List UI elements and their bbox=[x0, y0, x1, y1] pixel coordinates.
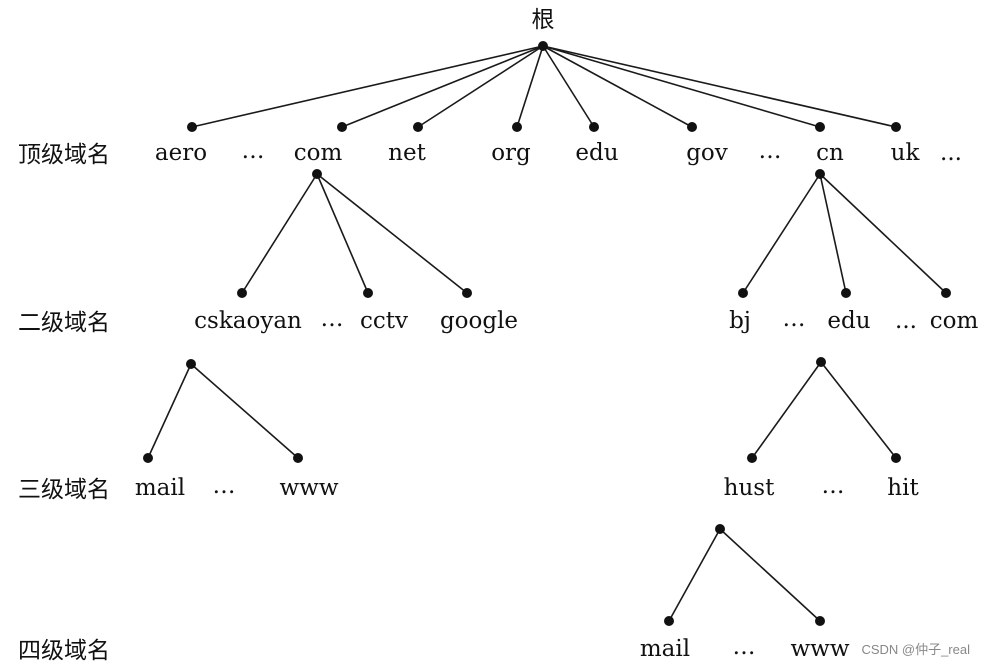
tld-ellipsis-2: … bbox=[759, 138, 782, 164]
third-ellipsis-edu: … bbox=[822, 473, 845, 499]
tld-label-aero: aero bbox=[155, 140, 207, 166]
tld-ellipsis-1: … bbox=[242, 138, 265, 164]
node-cctv bbox=[363, 288, 373, 298]
third-label-hust: hust bbox=[724, 475, 775, 501]
edge-root-edu bbox=[542, 45, 595, 128]
node-www-4 bbox=[815, 616, 825, 626]
edge-root-com bbox=[341, 45, 544, 128]
tld-label-org: org bbox=[491, 140, 531, 166]
node-root bbox=[538, 41, 548, 51]
node-aero bbox=[187, 122, 197, 132]
sld-label-cctv: cctv bbox=[360, 308, 408, 334]
edge-cn-bj bbox=[742, 173, 821, 294]
sld-ellipsis-cn-2: ... bbox=[895, 308, 917, 334]
node-cn-parent bbox=[815, 169, 825, 179]
tld-label-net: net bbox=[388, 140, 426, 166]
edge-edu-hust bbox=[751, 361, 822, 459]
node-org bbox=[512, 122, 522, 132]
node-net bbox=[413, 122, 423, 132]
fourth-label-mail: mail bbox=[640, 636, 690, 662]
edge-com-cskaoyan bbox=[241, 173, 318, 294]
sld-label-edu: edu bbox=[827, 308, 870, 334]
node-hust bbox=[747, 453, 757, 463]
edge-cn-com bbox=[819, 173, 947, 294]
node-uk bbox=[891, 122, 901, 132]
sld-label-cskaoyan: cskaoyan bbox=[194, 308, 302, 334]
node-google bbox=[462, 288, 472, 298]
level-label-second: 二级域名 bbox=[18, 310, 110, 336]
edge-root-net bbox=[417, 45, 544, 128]
sld-ellipsis-com: … bbox=[321, 306, 344, 332]
edge-root-gov bbox=[542, 45, 693, 128]
node-cn-edu bbox=[841, 288, 851, 298]
node-www-3 bbox=[293, 453, 303, 463]
root-label: 根 bbox=[532, 7, 555, 33]
sld-label-google: google bbox=[440, 308, 518, 334]
edge-cskaoyan-mail bbox=[147, 363, 192, 459]
node-edu-parent bbox=[816, 357, 826, 367]
level-label-fourth: 四级域名 bbox=[18, 638, 110, 664]
tld-ellipsis-3: ... bbox=[940, 140, 962, 166]
edge-cskaoyan-www bbox=[190, 363, 299, 459]
node-hust-parent bbox=[715, 524, 725, 534]
tld-label-edu: edu bbox=[575, 140, 618, 166]
node-cskaoyan-parent bbox=[186, 359, 196, 369]
third-label-hit: hit bbox=[887, 475, 919, 501]
third-ellipsis-cskaoyan: … bbox=[213, 473, 236, 499]
edge-root-cn bbox=[542, 45, 821, 128]
edge-root-org bbox=[516, 45, 544, 128]
tld-label-gov: gov bbox=[686, 140, 728, 166]
tld-label-uk: uk bbox=[891, 140, 921, 166]
sld-label-bj: bj bbox=[729, 308, 751, 334]
node-mail-3 bbox=[143, 453, 153, 463]
node-mail-4 bbox=[664, 616, 674, 626]
edge-root-uk bbox=[542, 45, 897, 128]
fourth-ellipsis-hust: … bbox=[733, 634, 756, 660]
third-label-www: www bbox=[279, 475, 338, 501]
edge-com-cctv bbox=[316, 173, 369, 294]
node-cn bbox=[815, 122, 825, 132]
level-label-third: 三级域名 bbox=[18, 477, 110, 503]
edge-root-aero bbox=[191, 45, 544, 128]
tld-label-com: com bbox=[294, 140, 343, 166]
node-gov bbox=[687, 122, 697, 132]
edge-hust-www bbox=[719, 528, 821, 622]
level-label-top: 顶级域名 bbox=[18, 142, 110, 168]
edge-cn-edu bbox=[819, 173, 847, 294]
node-com bbox=[337, 122, 347, 132]
node-edu bbox=[589, 122, 599, 132]
edge-hust-mail bbox=[668, 528, 721, 622]
node-com-parent bbox=[312, 169, 322, 179]
node-bj bbox=[738, 288, 748, 298]
edge-edu-hit bbox=[820, 361, 897, 459]
node-cn-com bbox=[941, 288, 951, 298]
node-cskaoyan bbox=[237, 288, 247, 298]
sld-label-cn-com: com bbox=[930, 308, 979, 334]
node-hit bbox=[891, 453, 901, 463]
sld-ellipsis-cn-1: … bbox=[783, 306, 806, 332]
third-label-mail: mail bbox=[135, 475, 185, 501]
fourth-label-www: www bbox=[790, 636, 849, 662]
tld-label-cn: cn bbox=[816, 140, 844, 166]
watermark: CSDN @仲子_real bbox=[861, 642, 970, 657]
edge-com-google bbox=[316, 173, 468, 294]
